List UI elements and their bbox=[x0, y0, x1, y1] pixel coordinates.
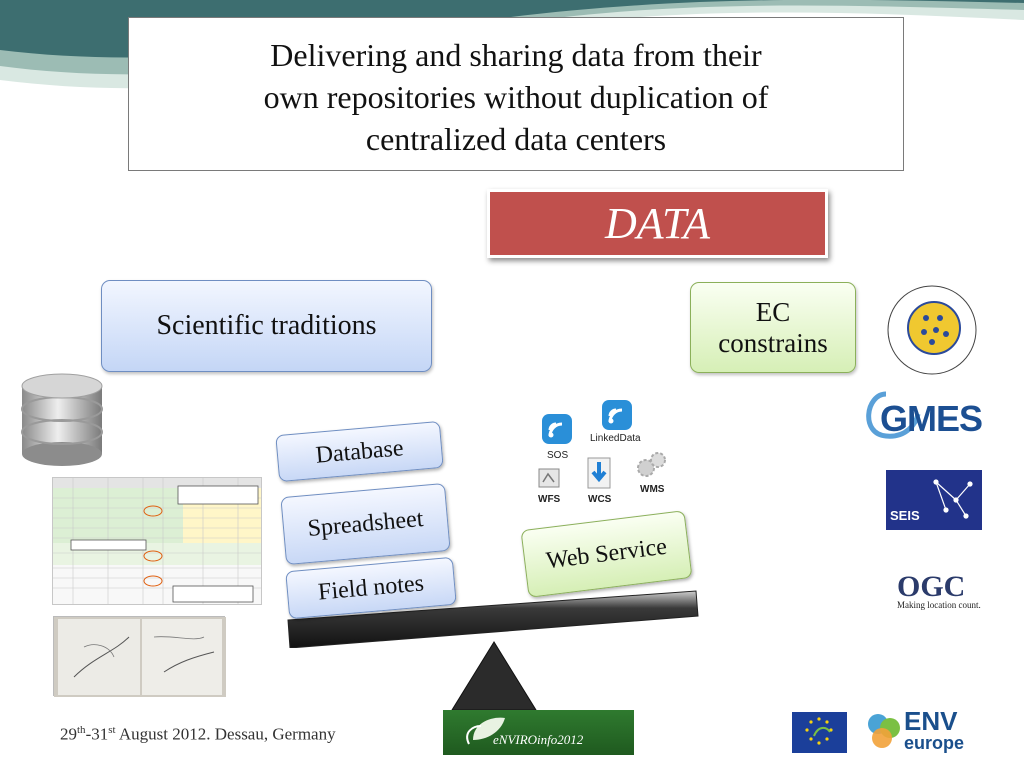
date-rest: August 2012. Dessau, Germany bbox=[115, 724, 336, 744]
gmes-logo-text: GMES bbox=[880, 398, 983, 439]
scientific-traditions-box: Scientific traditions bbox=[101, 280, 432, 372]
env-europe-leaf-icon bbox=[868, 714, 900, 748]
web-service-tag: Web Service bbox=[520, 510, 693, 598]
date-end-suffix: st bbox=[108, 724, 116, 736]
date-start-suffix: th bbox=[77, 724, 86, 736]
database-tag: Database bbox=[275, 420, 444, 483]
ogc-tagline: Making location count. bbox=[897, 600, 981, 610]
ec-line-2: constrains bbox=[718, 328, 828, 358]
gmes-logo-swirl bbox=[866, 391, 921, 439]
date-start: 29 bbox=[60, 724, 77, 744]
seis-logo-text: SEIS bbox=[890, 508, 920, 523]
europe-logo-text: europe bbox=[904, 733, 965, 753]
spreadsheet-thumbnail-graphic bbox=[53, 478, 261, 604]
title-line-1: Delivering and sharing data from their bbox=[270, 37, 762, 73]
wfs-icon bbox=[538, 468, 560, 488]
eu-stars-graphic bbox=[805, 717, 833, 745]
balance-fulcrum bbox=[451, 641, 537, 711]
sos-label: SOS bbox=[547, 450, 569, 461]
title-line-3: centralized data centers bbox=[365, 121, 667, 157]
field-notes-photo-image bbox=[53, 616, 226, 697]
ogc-logo-text: OGC bbox=[897, 570, 966, 603]
wms-label: WMS bbox=[640, 484, 665, 495]
balance-beam bbox=[287, 590, 699, 648]
ec-constrains-box: EC constrains bbox=[690, 282, 856, 373]
eu-life-flag-logo bbox=[792, 712, 847, 753]
wcs-label: WCS bbox=[588, 494, 612, 505]
wfs-label: WFS bbox=[538, 494, 561, 505]
ec-line-1: EC bbox=[755, 297, 791, 327]
enviroinfo-leaf-graphic: eNVIROinfo2012 bbox=[466, 717, 584, 747]
spreadsheet-tag: Spreadsheet bbox=[280, 482, 451, 566]
svg-text:eNVIROinfo2012: eNVIROinfo2012 bbox=[493, 732, 584, 747]
wms-gears-icon bbox=[637, 452, 666, 477]
linkeddata-feed-icon bbox=[602, 400, 632, 430]
seis-logo bbox=[886, 470, 982, 530]
inspire-logo bbox=[887, 285, 977, 375]
linkeddata-label: LinkedData bbox=[590, 433, 641, 444]
field-notes-graphic bbox=[54, 617, 226, 697]
wcs-download-icon bbox=[587, 457, 611, 489]
database-icon bbox=[21, 373, 103, 466]
data-box: DATA bbox=[487, 189, 828, 258]
env-logo-text: ENV bbox=[904, 706, 958, 736]
footer-date-location: 29th-31st August 2012. Dessau, Germany bbox=[60, 724, 336, 745]
slide-title: Delivering and sharing data from their o… bbox=[128, 17, 904, 171]
seis-network-graphic bbox=[933, 479, 973, 519]
enviroinfo-logo: eNVIROinfo2012 bbox=[443, 710, 634, 755]
sos-feed-icon bbox=[542, 414, 572, 444]
title-line-2: own repositories without duplication of bbox=[263, 79, 769, 115]
spreadsheet-screenshot-image bbox=[52, 477, 262, 605]
date-separator: -31 bbox=[85, 724, 109, 744]
